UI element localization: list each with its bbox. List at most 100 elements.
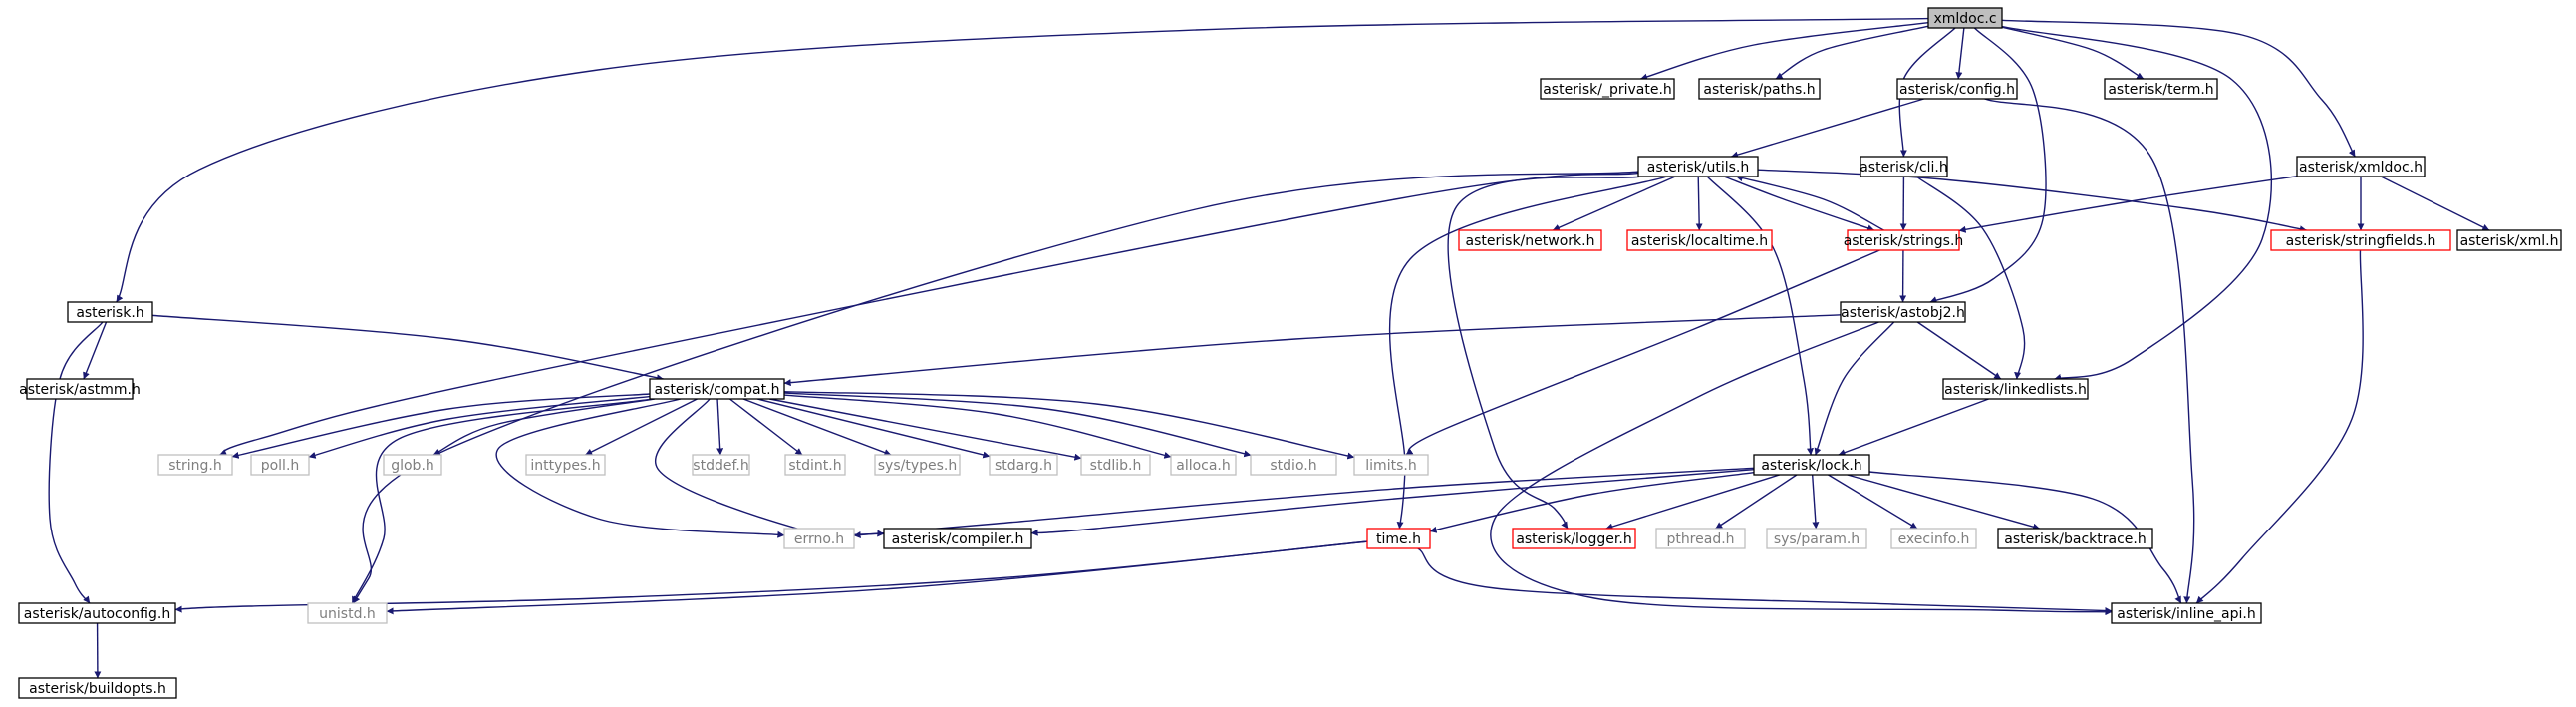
edge-lock-to-sysparam — [1811, 474, 1820, 530]
edge-line — [1715, 474, 1798, 530]
node-box — [1366, 528, 1431, 549]
node-box — [1896, 78, 2018, 100]
node-box — [692, 454, 750, 476]
edge-utils-to-localtime — [1695, 176, 1703, 231]
node-autoconfig[interactable]: asterisk/autoconfig.h — [18, 602, 176, 624]
node-paths[interactable]: asterisk/paths.h — [1698, 78, 1821, 100]
node-timeh[interactable]: time.h — [1366, 528, 1431, 549]
node-label: asterisk/network.h — [1466, 233, 1595, 249]
node-sysparam: sys/param.h — [1766, 528, 1867, 549]
node-label: asterisk/lock.h — [1761, 458, 1861, 474]
edge-utils-to-network — [1552, 176, 1676, 231]
node-label: asterisk.h — [76, 305, 143, 321]
node-box — [2111, 602, 2262, 624]
edge-line — [1429, 472, 1755, 533]
node-box — [1753, 454, 1870, 476]
node-xmldoc[interactable]: xmldoc.c — [1927, 7, 2003, 29]
node-lock[interactable]: asterisk/lock.h — [1753, 454, 1870, 476]
node-asteriskh[interactable]: asterisk.h — [67, 301, 153, 323]
edge-config-to-inlineapi — [1984, 98, 2195, 604]
node-box — [1698, 78, 1821, 100]
edge-utils-to-logger — [1447, 176, 1642, 530]
node-label: asterisk/_private.h — [1543, 82, 1672, 98]
node-box — [157, 454, 233, 476]
edge-compat-to-stdint — [729, 398, 803, 456]
node-box — [307, 602, 388, 624]
edge-compat-to-globh — [432, 398, 655, 456]
node-private[interactable]: asterisk/_private.h — [1540, 78, 1675, 100]
edge-xmldoc-to-private — [1640, 22, 1929, 81]
edge-line — [783, 390, 1355, 460]
node-pollh: poll.h — [250, 454, 310, 476]
node-cli[interactable]: asterisk/cli.h — [1860, 156, 1948, 177]
node-box — [1840, 301, 1966, 323]
node-linkedlists[interactable]: asterisk/linkedlists.h — [1942, 378, 2089, 400]
node-unistd: unistd.h — [307, 602, 388, 624]
node-inlineapi[interactable]: asterisk/inline_api.h — [2111, 602, 2262, 624]
edge-lock-to-logger — [1605, 474, 1780, 530]
node-strings[interactable]: asterisk/strings.h — [1844, 229, 1964, 251]
edge-line — [783, 394, 1172, 459]
edge-compat-to-stdlib — [769, 398, 1082, 461]
node-network[interactable]: asterisk/network.h — [1458, 229, 1602, 251]
node-label: asterisk/strings.h — [1844, 233, 1964, 249]
edge-line — [351, 398, 654, 604]
node-label: unistd.h — [319, 606, 376, 622]
node-label: asterisk/xml.h — [2460, 233, 2559, 249]
node-backtrace[interactable]: asterisk/backtrace.h — [1997, 528, 2153, 549]
edge-line — [1447, 176, 1642, 530]
node-astobj2[interactable]: asterisk/astobj2.h — [1840, 301, 1966, 323]
edge-line — [585, 398, 698, 456]
node-utils[interactable]: asterisk/utils.h — [1637, 156, 1759, 177]
node-xmldoch[interactable]: asterisk/xmldoc.h — [2296, 156, 2426, 177]
node-label: string.h — [168, 458, 222, 474]
edge-lock-to-inlineapi — [1868, 471, 2182, 604]
node-pthread: pthread.h — [1655, 528, 1746, 549]
node-label: poll.h — [261, 458, 300, 474]
node-stringfields[interactable]: asterisk/stringfields.h — [2270, 229, 2451, 251]
edge-lock-to-backtrace — [1847, 474, 2041, 530]
node-logger[interactable]: asterisk/logger.h — [1512, 528, 1636, 549]
node-box — [1890, 528, 1977, 549]
edge-lock-to-execinfo — [1828, 474, 1918, 530]
edge-stringfields-to-inlineapi — [2195, 249, 2364, 604]
edge-line — [1775, 25, 1929, 80]
edge-line — [1552, 176, 1676, 231]
node-xml[interactable]: asterisk/xml.h — [2456, 229, 2562, 251]
node-astmm[interactable]: asterisk/astmm.h — [19, 378, 141, 400]
node-alloca: alloca.h — [1170, 454, 1237, 476]
node-systypes: sys/types.h — [874, 454, 961, 476]
edge-xmldoch-to-xml — [2380, 176, 2490, 231]
node-label: asterisk/term.h — [2108, 82, 2213, 98]
node-compiler[interactable]: asterisk/compiler.h — [883, 528, 1032, 549]
node-box — [525, 454, 606, 476]
edge-lock-to-errno — [853, 467, 1755, 539]
node-box — [250, 454, 310, 476]
edge-line — [783, 314, 1842, 387]
edge-line — [48, 321, 104, 604]
node-buildopts[interactable]: asterisk/buildopts.h — [18, 677, 177, 699]
edge-line — [1757, 169, 2307, 233]
node-config[interactable]: asterisk/config.h — [1896, 78, 2018, 100]
edge-line — [756, 398, 991, 459]
edge-line — [1030, 469, 1755, 536]
node-box — [1637, 156, 1759, 177]
node-box — [1512, 528, 1636, 549]
edge-compat-to-errno — [495, 398, 785, 538]
node-compat[interactable]: asterisk/compat.h — [649, 378, 785, 400]
node-inttypes: inttypes.h — [525, 454, 606, 476]
node-globh: glob.h — [383, 454, 442, 476]
edge-line — [1916, 321, 2002, 380]
node-localtime[interactable]: asterisk/localtime.h — [1626, 229, 1773, 251]
edge-line — [116, 17, 1929, 303]
node-term[interactable]: asterisk/term.h — [2104, 78, 2218, 100]
node-label: asterisk/linkedlists.h — [1944, 382, 2087, 398]
edge-compat-to-limits — [783, 390, 1355, 460]
node-box — [1927, 7, 2003, 29]
edge-astobj2-to-linkedlists — [1916, 321, 2002, 380]
node-stringh: string.h — [157, 454, 233, 476]
node-box — [1250, 454, 1337, 476]
node-box — [18, 677, 177, 699]
edge-asteriskh-to-compat — [151, 314, 664, 382]
edge-layer — [48, 17, 2490, 679]
